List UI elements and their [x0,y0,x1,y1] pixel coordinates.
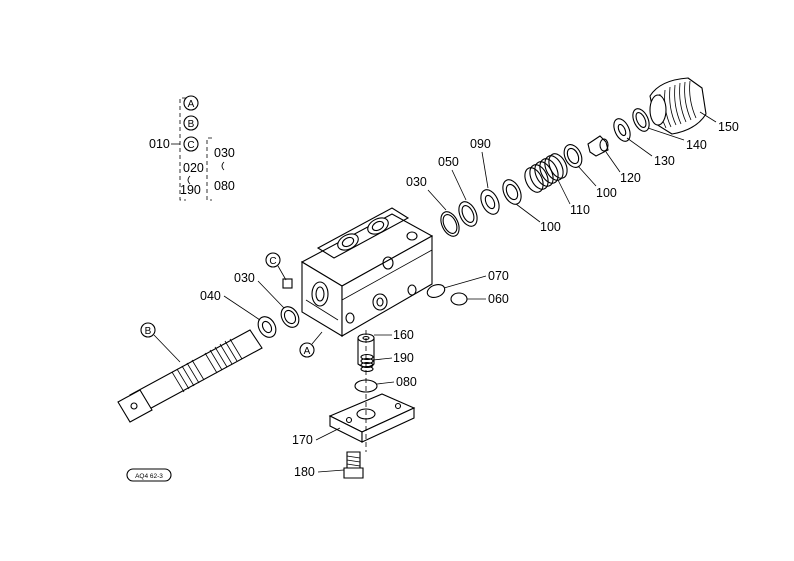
legend-circle-a [183,95,199,111]
top-mount-hole [406,231,418,241]
svg-text:A: A [304,346,311,357]
label-040: 040 [200,289,221,303]
part-190-spring [360,353,374,373]
label-110: 110 [570,203,590,217]
label-190: 190 [393,351,414,365]
plug-screw-c [282,278,293,289]
label-180: 180 [294,465,315,479]
legend-tilde-1 [187,175,191,185]
part-090-washer [480,189,500,215]
part-030-oring-left [280,306,300,328]
label-130: 130 [654,154,675,168]
part-180-bolt-head [343,467,364,479]
front-bore [311,281,329,307]
legend-tilde-2 [221,161,225,171]
legend-code-190: 190 [180,183,201,197]
top-port-1 [337,233,359,251]
part-100-seat-right [563,144,583,168]
valve-body-boss [316,207,410,259]
label-070: 070 [488,269,509,283]
drawing-code: AQ4 62-3 [135,473,163,480]
svg-text:B: B [145,326,152,337]
legend-circle-b [183,115,199,131]
label-090: 090 [470,137,491,151]
label-140: 140 [686,138,707,152]
part-140-ring [632,108,650,132]
callout-circle-b [140,322,156,338]
spool-assembly [117,278,300,423]
label-080: 080 [396,375,417,389]
spring-cap-stack [440,77,707,237]
valve-body-side [341,235,433,337]
valve-body [300,207,434,337]
label-100-right: 100 [596,186,617,200]
spool-shaft [129,329,263,414]
side-seals [426,284,468,306]
side-hole-1 [382,256,394,270]
label-100-left: 100 [540,220,561,234]
spool-clevis [117,389,153,423]
label-150: 150 [718,120,739,134]
legend-letter-b: B [188,119,195,130]
legend-bracket-left [179,97,186,201]
side-port [372,293,388,311]
legend-code-080: 080 [214,179,235,193]
svg-text:C: C [269,256,276,267]
label-050: 050 [438,155,459,169]
callout-circle-c [265,252,281,268]
legend-code-020: 020 [183,161,204,175]
spool-grooves [171,338,243,393]
part-050-ring [458,201,478,227]
part-labels: 150 140 130 120 100 110 100 090 050 030 … [200,111,739,479]
part-040-wiper [257,316,277,338]
top-port-2 [367,217,389,235]
label-030-left: 030 [234,271,255,285]
part-030-oring-right [440,211,460,237]
legend-code-030: 030 [214,146,235,160]
legend-circle-c [183,136,199,152]
part-170-hole-1 [345,416,353,424]
legend-code-010: 010 [149,137,170,151]
callout-letters: B C A [140,252,323,363]
side-hole-2 [407,284,417,296]
label-160: 160 [393,328,414,342]
part-170-plate-side [361,407,415,443]
lower-stack [328,330,416,479]
callout-circle-a [299,342,315,358]
legend-letter-a: A [188,99,195,110]
label-030-right: 030 [406,175,427,189]
label-120: 120 [620,171,641,185]
part-170-hole-2 [394,402,402,410]
drawing-code-badge: AQ4 62-3 [126,468,172,482]
side-hole-3 [345,312,355,324]
legend-bracket-right [206,137,212,201]
part-130-washer [613,118,631,142]
part-110-spring [524,153,568,193]
spool-clevis-hole [130,402,138,410]
part-060-plug [450,292,468,306]
legend-group: A B C 010 020 190 030 080 [149,95,235,201]
label-170: 170 [292,433,313,447]
label-060: 060 [488,292,509,306]
part-100-seat-left [502,179,522,205]
legend-letter-c: C [187,140,194,151]
